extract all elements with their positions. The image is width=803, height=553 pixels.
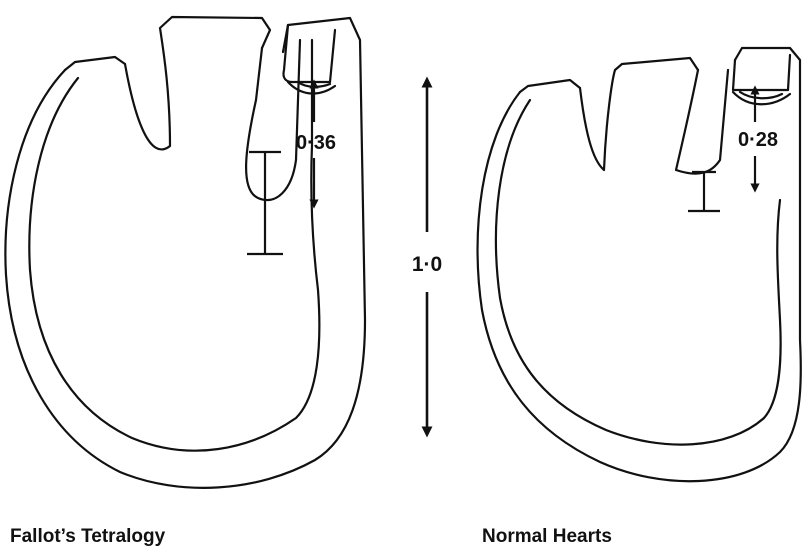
fallot-inner-wall [29, 40, 319, 451]
scale-label: 1·0 [412, 253, 442, 276]
fallot-bracket [247, 152, 283, 254]
normal-prong-right [733, 55, 790, 90]
normal-wall-cap [520, 80, 580, 92]
fallot-prong-left [125, 17, 270, 149]
fallot-caption: Fallot’s Tetralogy [10, 526, 165, 548]
fallot-septum [246, 40, 300, 200]
fallot-heart [5, 17, 365, 488]
normal-septum [676, 70, 728, 174]
fallot-wall-cap [65, 57, 125, 70]
normal-heart [478, 48, 801, 481]
fallot-measure-label: 0·36 [296, 132, 336, 154]
normal-caption: Normal Hearts [482, 526, 612, 548]
normal-outer-wall [478, 48, 801, 481]
normal-inner-wall [496, 100, 781, 445]
fallot-prong-right [283, 25, 335, 82]
normal-bracket [688, 172, 720, 211]
normal-cusp-inner [740, 92, 782, 98]
normal-measure-label: 0·28 [738, 129, 778, 151]
